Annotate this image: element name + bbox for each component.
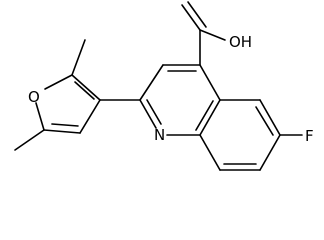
bond-q5-q6-inner bbox=[255, 106, 274, 136]
bond-n-q2-inner bbox=[146, 99, 162, 125]
bond-c2-c3-inner bbox=[74, 81, 95, 100]
bond-c5-c4-inner bbox=[51, 123, 79, 127]
bond-c5-methyl bbox=[14, 129, 45, 151]
bond-o-c5 bbox=[35, 102, 45, 131]
bond-c5-c4 bbox=[43, 129, 81, 134]
bond-carboxyl-c-o bbox=[181, 4, 201, 31]
bond-q8-q8a bbox=[199, 134, 221, 171]
nitrogen-label: N bbox=[154, 126, 165, 144]
bond-carboxyl-c-oh bbox=[199, 29, 226, 41]
bond-n-q2 bbox=[139, 99, 157, 129]
hydroxyl-label: OH bbox=[229, 33, 252, 51]
bond-carboxyl-c-o-inner bbox=[187, 1, 207, 28]
structural-formula: O OH N F bbox=[14, 1, 314, 171]
bond-q4-q4a bbox=[199, 64, 221, 101]
bond-c4-c3 bbox=[79, 99, 101, 134]
bond-q5-q6 bbox=[259, 99, 281, 136]
bond-c2-o bbox=[44, 74, 73, 90]
bond-q4a-q8a bbox=[199, 99, 221, 136]
molecule-canvas: O OH N F bbox=[14, 1, 314, 171]
bond-c2-c3 bbox=[71, 74, 101, 101]
bond-q2-q3 bbox=[139, 64, 164, 101]
furan-oxygen-label: O bbox=[28, 88, 40, 106]
bond-q6-q7 bbox=[259, 134, 281, 171]
fluorine-label: F bbox=[305, 127, 314, 145]
bond-c2-methyl bbox=[71, 39, 86, 76]
bond-q4a-q8a-inner bbox=[195, 100, 214, 131]
